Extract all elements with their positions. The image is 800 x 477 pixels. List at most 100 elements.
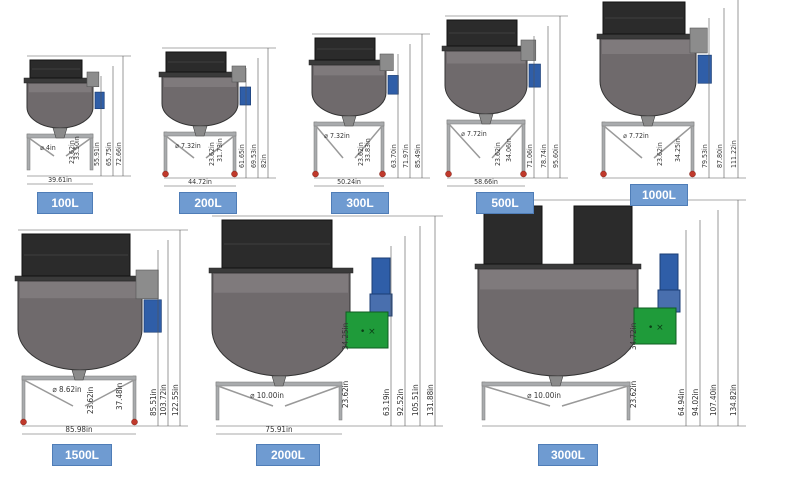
frame-leg — [481, 381, 486, 421]
dimension-label: 111.22in — [730, 140, 738, 168]
base-width-label: 50.24in — [337, 178, 361, 186]
dimension-label: 71.06in — [526, 144, 534, 168]
control-panel — [689, 27, 708, 54]
tank-rim — [208, 267, 354, 274]
tank-rim — [14, 275, 146, 282]
caster-wheel-icon — [231, 170, 238, 178]
outlet-diameter-label: ⌀ 7.72in — [461, 130, 487, 138]
frame-brace — [483, 385, 551, 407]
frame-brace — [84, 379, 135, 407]
discharge-valve-icon — [478, 113, 494, 125]
caster-wheel-icon — [600, 170, 607, 178]
dimension-label: 78.74in — [540, 144, 548, 168]
dimension-label: 69.53in — [250, 144, 258, 168]
control-box-icon — [345, 311, 389, 349]
dimension-label: 87.80in — [716, 144, 724, 168]
motor-icon — [239, 86, 251, 106]
frame-brace — [165, 135, 195, 159]
tank-rim — [308, 59, 390, 66]
discharge-valve-icon — [341, 115, 357, 127]
caster-wheel-icon — [445, 170, 452, 178]
tank-highlight — [20, 282, 140, 299]
discharge-valve-icon — [548, 375, 564, 387]
lid — [573, 205, 633, 265]
frame-leg — [690, 121, 695, 173]
tank-rim — [23, 77, 97, 84]
caster-wheel-icon — [162, 170, 169, 178]
frame-leg — [132, 375, 137, 421]
caster-wheel-icon — [312, 170, 319, 178]
dimension-label: 23.62in — [656, 142, 664, 166]
discharge-valve-icon — [52, 127, 68, 139]
tank-highlight — [314, 66, 384, 76]
discharge-valve-icon — [640, 115, 656, 127]
motor-icon — [528, 63, 541, 88]
control-panel — [135, 269, 159, 300]
dimension-label: 34.25in — [341, 323, 350, 350]
control-box-mark: • × — [648, 323, 664, 333]
tank-rim — [441, 45, 531, 52]
control-box-icon — [633, 307, 677, 345]
motor-icon — [387, 75, 399, 95]
dimension-label: 23.62in — [494, 142, 502, 166]
dimension-label: 34.06in — [505, 138, 513, 162]
motor-icon — [371, 257, 391, 295]
dimension-label: 79.53in — [701, 144, 709, 168]
model-badge-1000l: 1000L — [630, 184, 688, 206]
frame-leg — [215, 381, 220, 421]
dimension-label: 63.19in — [382, 389, 391, 416]
tank-highlight — [602, 40, 694, 55]
lid — [483, 205, 543, 265]
dimension-label: 61.65in — [238, 144, 246, 168]
dimension-label: 103.72in — [159, 384, 168, 416]
frame-brace — [354, 125, 383, 159]
model-badge-2000l: 2000L — [256, 444, 320, 466]
discharge-valve-icon — [192, 125, 208, 137]
dimension-label: 23.62in — [86, 387, 95, 414]
tank-rim — [474, 263, 642, 270]
dimension-label: 33.50in — [73, 136, 81, 160]
dimension-label: 65.75in — [105, 142, 113, 166]
tank-rim — [596, 33, 700, 40]
model-badge-300l: 300L — [331, 192, 389, 214]
dimension-label: 23.62in — [357, 142, 365, 166]
frame-leg — [21, 375, 26, 421]
model-badge-200l: 200L — [179, 192, 237, 214]
tank-highlight — [447, 52, 525, 64]
dimension-label: 85.49in — [414, 144, 422, 168]
tank-highlight — [480, 270, 636, 290]
outlet-diameter-label: ⌀ 7.72in — [623, 132, 649, 140]
frame-brace — [448, 123, 481, 159]
frame-brace — [653, 125, 693, 159]
dimension-label: 23.62in — [341, 381, 350, 408]
frame-brace — [284, 385, 341, 407]
dimension-label: 92.52in — [396, 389, 405, 416]
frame-brace — [217, 385, 274, 407]
caster-wheel-icon — [520, 170, 527, 178]
base-width-label: 44.72in — [188, 178, 212, 186]
dimension-label: 23.62in — [629, 381, 638, 408]
dimension-label: 34.72in — [629, 323, 638, 350]
control-box-mark: • × — [360, 327, 376, 337]
frame-brace — [561, 385, 629, 407]
dimension-label: 55.91in — [93, 142, 101, 166]
frame-brace — [205, 135, 235, 159]
base-width-label: 85.98in — [65, 425, 92, 434]
model-badge-500l: 500L — [476, 192, 534, 214]
outlet-diameter-label: ⌀ 7.32in — [324, 132, 350, 140]
dimension-label: 107.40in — [709, 384, 718, 416]
base-width-label: 75.91in — [265, 425, 292, 434]
dimension-label: 34.25in — [674, 138, 682, 162]
dimension-label: 63.70in — [390, 144, 398, 168]
outlet-diameter-label: ⌀ 8.62in — [52, 385, 81, 394]
dimension-label: 23.62in — [208, 142, 216, 166]
discharge-valve-icon — [71, 369, 87, 381]
dimension-label: 95.60in — [552, 144, 560, 168]
outlet-diameter-label: ⌀ 10.00in — [527, 391, 561, 400]
